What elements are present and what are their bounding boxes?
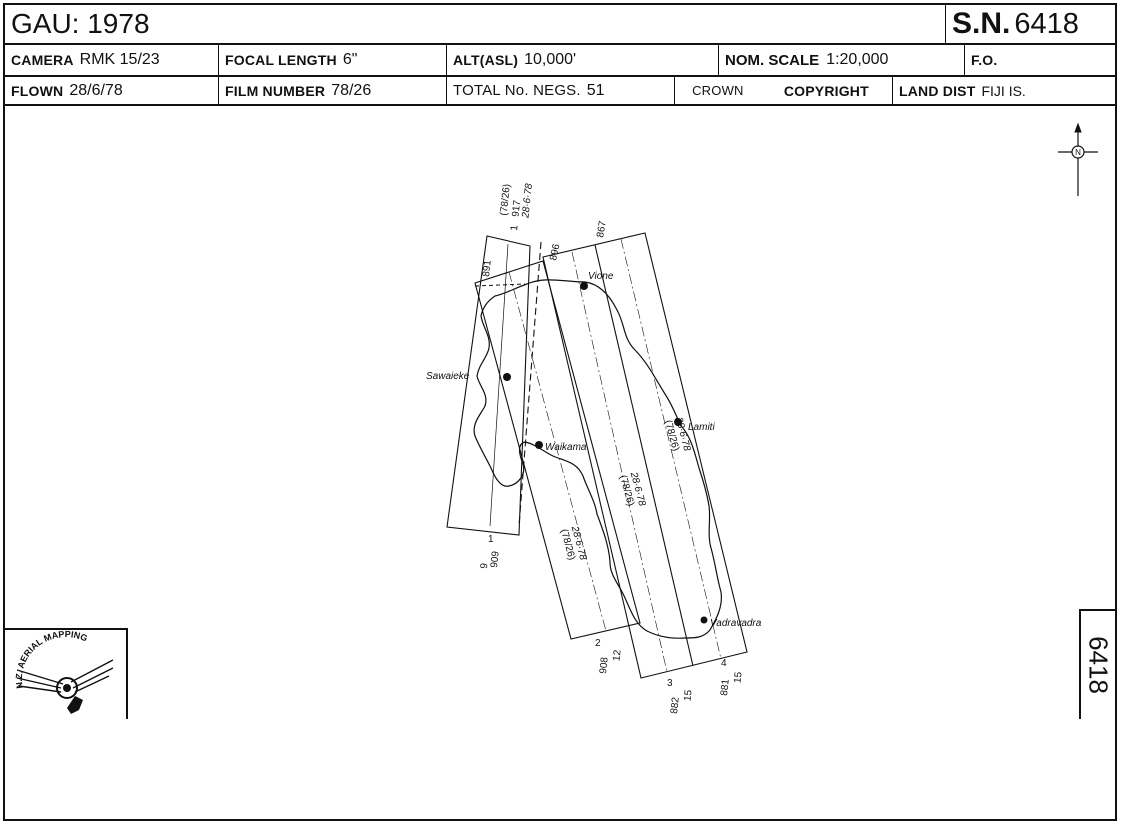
strip-2-top-neg: 896 — [548, 243, 562, 262]
north-arrow: N — [1058, 122, 1098, 196]
side-sheet-number: 6418 — [1079, 609, 1115, 719]
strip-3-bottom-run: 3 — [667, 678, 673, 689]
north-letter: N — [1075, 148, 1081, 157]
strip-1-bottom-num: 9 — [479, 562, 491, 569]
photo-strip-1 — [446, 235, 542, 536]
focal-cell: FOCAL LENGTH 6" — [219, 45, 447, 75]
strip-1-bottom-neg: 909 — [489, 550, 502, 568]
place-label-waikama: Waikama — [545, 442, 587, 453]
flown-value: 28/6/78 — [69, 81, 123, 99]
strip-1-top-run: 1 — [509, 224, 521, 231]
flight-plot-map: N Vi — [426, 122, 1098, 715]
sn-cell: S.N. 6418 — [946, 5, 1115, 43]
strip-4-bottom-num: 15 — [732, 671, 744, 684]
place-label-sawaieke: Sawaieke — [426, 371, 470, 382]
alt-cell: ALT(ASL) 10,000' — [447, 45, 719, 75]
focal-label: FOCAL LENGTH — [225, 52, 337, 68]
negs-value: 51 — [586, 81, 605, 99]
photo-strip-2 — [474, 260, 641, 640]
strip-3-top-neg: 867 — [595, 220, 609, 239]
village-dot-waikama — [535, 441, 543, 449]
strip-1-bottom-run: 1 — [488, 534, 494, 545]
film-cell: FILM NUMBER 78/26 — [219, 77, 447, 104]
sn-value: 6418 — [1014, 7, 1079, 40]
negs-cell: TOTAL No. NEGS. 51 — [447, 77, 675, 104]
map-sheet: GAU: 1978 S.N. 6418 CAMERA RMK 15/23 FOC… — [3, 3, 1117, 821]
strip-4-bottom-neg: 881 — [719, 678, 732, 696]
scale-cell: NOM. SCALE 1:20,000 — [719, 45, 965, 75]
title-cell: GAU: 1978 — [5, 5, 946, 43]
village-dot-vadravadra — [700, 616, 708, 624]
sheet-title: GAU: 1978 — [11, 8, 150, 39]
crown-label: CROWN — [692, 83, 744, 98]
sn-label: S.N. — [952, 7, 1011, 40]
flown-cell: FLOWN 28/6/78 — [5, 77, 219, 104]
strip-3-labels: 867 (78/26) 28·6·78 3 882 15 — [595, 220, 694, 715]
place-label-lamiti: Lamiti — [688, 422, 715, 433]
flown-label: FLOWN — [11, 82, 64, 99]
strip-4-bottom-run: 4 — [721, 658, 727, 669]
gau-island-outline — [473, 279, 722, 639]
aerial-mapping-logo: N.Z. AERIAL MAPPING — [14, 629, 114, 714]
film-label: FILM NUMBER — [225, 82, 326, 99]
village-dot-lamiti — [674, 418, 682, 426]
camera-cell: CAMERA RMK 15/23 — [5, 45, 219, 75]
strip-3-bottom-neg: 882 — [669, 696, 682, 714]
village-dot-sawaieke — [503, 373, 511, 381]
copyright-cell: CROWN COPYRIGHT — [675, 77, 893, 104]
fo-label: F.O. — [971, 52, 998, 68]
alt-label: ALT(ASL) — [453, 52, 519, 68]
header-row-title: GAU: 1978 S.N. 6418 — [5, 5, 1115, 45]
strip-1-top-neg: 917 — [511, 199, 524, 217]
strip-2-bottom-run: 2 — [595, 638, 601, 649]
strip-1-top-date: 28·6·78 — [520, 183, 535, 220]
film-value: 78/26 — [331, 81, 372, 99]
strip-1-side-neg: 891 — [481, 259, 494, 277]
aerial-mapping-logo-box: N.Z. AERIAL MAPPING — [5, 628, 128, 719]
landdist-value: FIJI IS. — [981, 82, 1026, 99]
header-row-camera: CAMERA RMK 15/23 FOCAL LENGTH 6" ALT(ASL… — [5, 45, 1115, 77]
place-label-vione: Vione — [588, 271, 614, 282]
strip-2-bottom-num: 12 — [611, 649, 623, 662]
camera-value: RMK 15/23 — [79, 51, 160, 68]
place-label-vadravadra: Vadravadra — [710, 618, 762, 629]
strip-2-bottom-neg: 908 — [598, 656, 611, 674]
alt-value: 10,000' — [524, 51, 577, 68]
fo-cell: F.O. — [965, 45, 1115, 75]
village-markers — [503, 282, 708, 624]
strip-1-top-film: (78/26) — [499, 183, 513, 216]
scale-value: 1:20,000 — [826, 51, 889, 68]
landdist-cell: LAND DIST FIJI IS. — [893, 77, 1115, 104]
header-row-flight: FLOWN 28/6/78 FILM NUMBER 78/26 TOTAL No… — [5, 77, 1115, 106]
focal-value: 6" — [342, 51, 358, 68]
photo-strip-3-4 — [542, 232, 748, 679]
village-dot-vione — [580, 282, 588, 290]
camera-label: CAMERA — [11, 52, 74, 68]
copyright-label: COPYRIGHT — [783, 82, 869, 99]
scale-label: NOM. SCALE — [725, 51, 820, 69]
landdist-label: LAND DIST — [899, 82, 976, 99]
strip-1-labels: 1 917 (78/26) 28·6·78 891 1 909 9 — [479, 183, 535, 570]
side-sheet-number-text: 6418 — [1083, 636, 1114, 694]
strip-3-bottom-num: 15 — [682, 689, 694, 702]
negs-label: TOTAL No. NEGS. — [453, 82, 581, 99]
